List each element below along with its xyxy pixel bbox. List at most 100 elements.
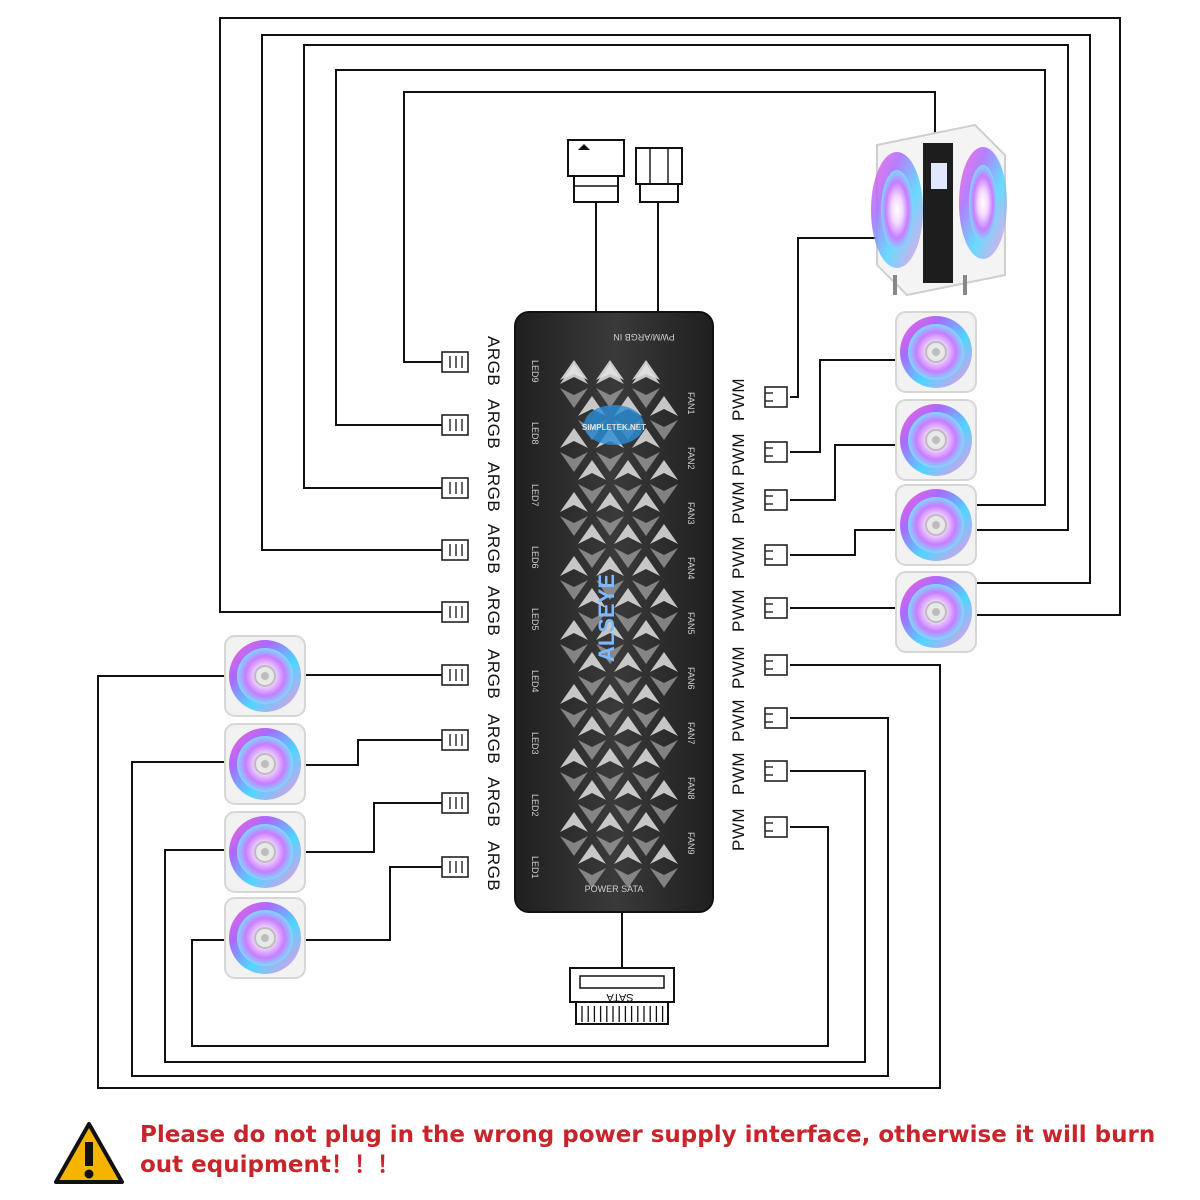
- argb-connector-icon: [441, 664, 469, 686]
- hub-pattern-shape: [614, 548, 642, 568]
- hub-pattern-shape: [632, 516, 660, 536]
- watermark: SIMPLETEK.NET: [582, 405, 646, 445]
- alseye-hub: PWM/ARGB IN POWER SATA ALSEYE LED9LED8LE…: [514, 311, 714, 913]
- hub-pattern-shape: [578, 740, 606, 760]
- fan-port-label: FAN4: [686, 557, 696, 580]
- hub-pattern-shape: [632, 492, 660, 512]
- hub-brand: ALSEYE: [594, 574, 619, 662]
- pwm-label: PWM: [729, 752, 748, 795]
- hub-pattern-shape: [560, 684, 588, 704]
- led-port-label: LED4: [530, 670, 540, 693]
- argb-label: ARGB: [484, 462, 503, 512]
- pwm-label: PWM: [729, 481, 748, 524]
- hub-pattern-shape: [560, 620, 588, 640]
- hub-pattern-shape: [578, 484, 606, 504]
- hub-pattern-shape: [632, 812, 660, 832]
- hub-pattern-shape: [596, 836, 624, 856]
- hub-pattern-shape: [596, 580, 624, 600]
- hub-pattern-shape: [578, 716, 606, 736]
- hub-pattern-shape: [578, 548, 606, 568]
- argb-label: ARGB: [484, 524, 503, 574]
- pwm-argb-in-connectors: [567, 139, 683, 203]
- hub-pattern-shape: [578, 460, 606, 480]
- hub-pattern-shape: [632, 644, 660, 664]
- pwm-label: PWM: [729, 646, 748, 689]
- hub-pattern-shape: [596, 492, 624, 512]
- pwm-label: PWM: [729, 589, 748, 632]
- hub-pattern-shape: [650, 396, 678, 416]
- rgb-fan-icon: [224, 723, 306, 805]
- pwm-connector-icon: [764, 760, 788, 782]
- hub-pattern-shape: [614, 716, 642, 736]
- rgb-fan-icon: [224, 635, 306, 717]
- hub-pattern-shape: [614, 740, 642, 760]
- hub-pattern-shape: [596, 388, 624, 408]
- rgb-fan-icon: [895, 571, 977, 653]
- hub-pattern-shape: [596, 452, 624, 472]
- hub-pattern-shape: [650, 588, 678, 608]
- led-port-label: LED5: [530, 608, 540, 631]
- watermark-text: SIMPLETEK.NET: [582, 423, 646, 432]
- fan-port-label: FAN9: [686, 832, 696, 855]
- argb-label: ARGB: [484, 777, 503, 827]
- hub-pattern-shape: [614, 484, 642, 504]
- fan-port-label: FAN2: [686, 447, 696, 470]
- argb-connectors: [441, 351, 469, 878]
- led-port-label: LED1: [530, 856, 540, 879]
- hub-bottom-label: POWER SATA: [585, 884, 644, 894]
- hub-pattern-shape: [632, 580, 660, 600]
- hub-pattern-shape: [596, 812, 624, 832]
- hub-pattern-shape: [632, 556, 660, 576]
- hub-pattern-shape: [614, 612, 642, 632]
- hub-pattern-shape: [578, 868, 606, 888]
- argb-connector-icon: [441, 414, 469, 436]
- argb-label: ARGB: [484, 649, 503, 699]
- hub-pattern-shape: [632, 620, 660, 640]
- sata-connector-icon: SATA: [569, 967, 675, 1025]
- pwm-connector-icon: [764, 707, 788, 729]
- pwm-connector-icon: [764, 597, 788, 619]
- hub-pattern-shape: [596, 364, 624, 384]
- argb-connector-icon: [441, 729, 469, 751]
- hub-pattern-shape: [614, 844, 642, 864]
- warning-icon: [54, 1122, 124, 1184]
- hub-pattern-shape: [632, 428, 660, 448]
- hub-pattern-shape: [614, 460, 642, 480]
- hub-pattern-shape: [650, 868, 678, 888]
- argb-connector-icon: [441, 539, 469, 561]
- hub-pattern-shape: [632, 452, 660, 472]
- fan-port-label: FAN7: [686, 722, 696, 745]
- fan-port-label: FAN6: [686, 667, 696, 690]
- hub-pattern-shape: [578, 612, 606, 632]
- hub-pattern-shape: [632, 388, 660, 408]
- argb-connector-icon: [441, 792, 469, 814]
- led-port-label: LED9: [530, 360, 540, 383]
- hub-pattern-shape: [632, 684, 660, 704]
- hub-pattern-shape: [596, 620, 624, 640]
- hub-pattern-shape: [560, 708, 588, 728]
- fan-port-label: FAN3: [686, 502, 696, 525]
- hub-pattern-shape: [560, 428, 588, 448]
- hub-pattern-shape: [650, 652, 678, 672]
- hub-pattern-shape: [560, 748, 588, 768]
- hub-pattern-shape: [650, 676, 678, 696]
- pwm-connector-icon: [764, 386, 788, 408]
- pwm-connector-icon: [764, 816, 788, 838]
- argb-label: ARGB: [484, 841, 503, 891]
- hub-pattern-shape: [650, 612, 678, 632]
- hub-pattern-shape: [614, 652, 642, 672]
- argb-label: ARGB: [484, 586, 503, 636]
- argb-label: ARGB: [484, 399, 503, 449]
- hub-pattern-shape: [650, 548, 678, 568]
- led-port-label: LED2: [530, 794, 540, 817]
- fan-port-label: FAN5: [686, 612, 696, 635]
- pwm-connector-icon: [764, 441, 788, 463]
- hub-pattern-shape: [578, 844, 606, 864]
- hub-pattern-shape: [614, 780, 642, 800]
- hub-pattern-shape: [650, 524, 678, 544]
